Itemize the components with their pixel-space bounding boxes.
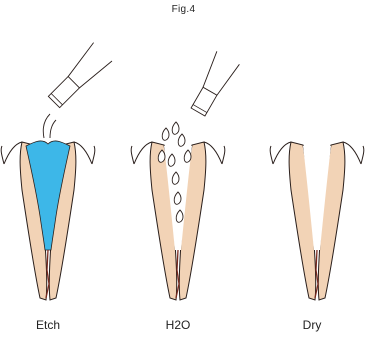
h2o-panel [131,51,239,300]
etch-syringe [44,43,112,111]
etch-label: Etch [8,318,88,332]
h2o-label: H2O [138,318,218,332]
water-syringe [186,51,240,118]
dry-panel [270,142,364,300]
etch-panel [1,43,112,300]
dry-label: Dry [272,318,352,332]
